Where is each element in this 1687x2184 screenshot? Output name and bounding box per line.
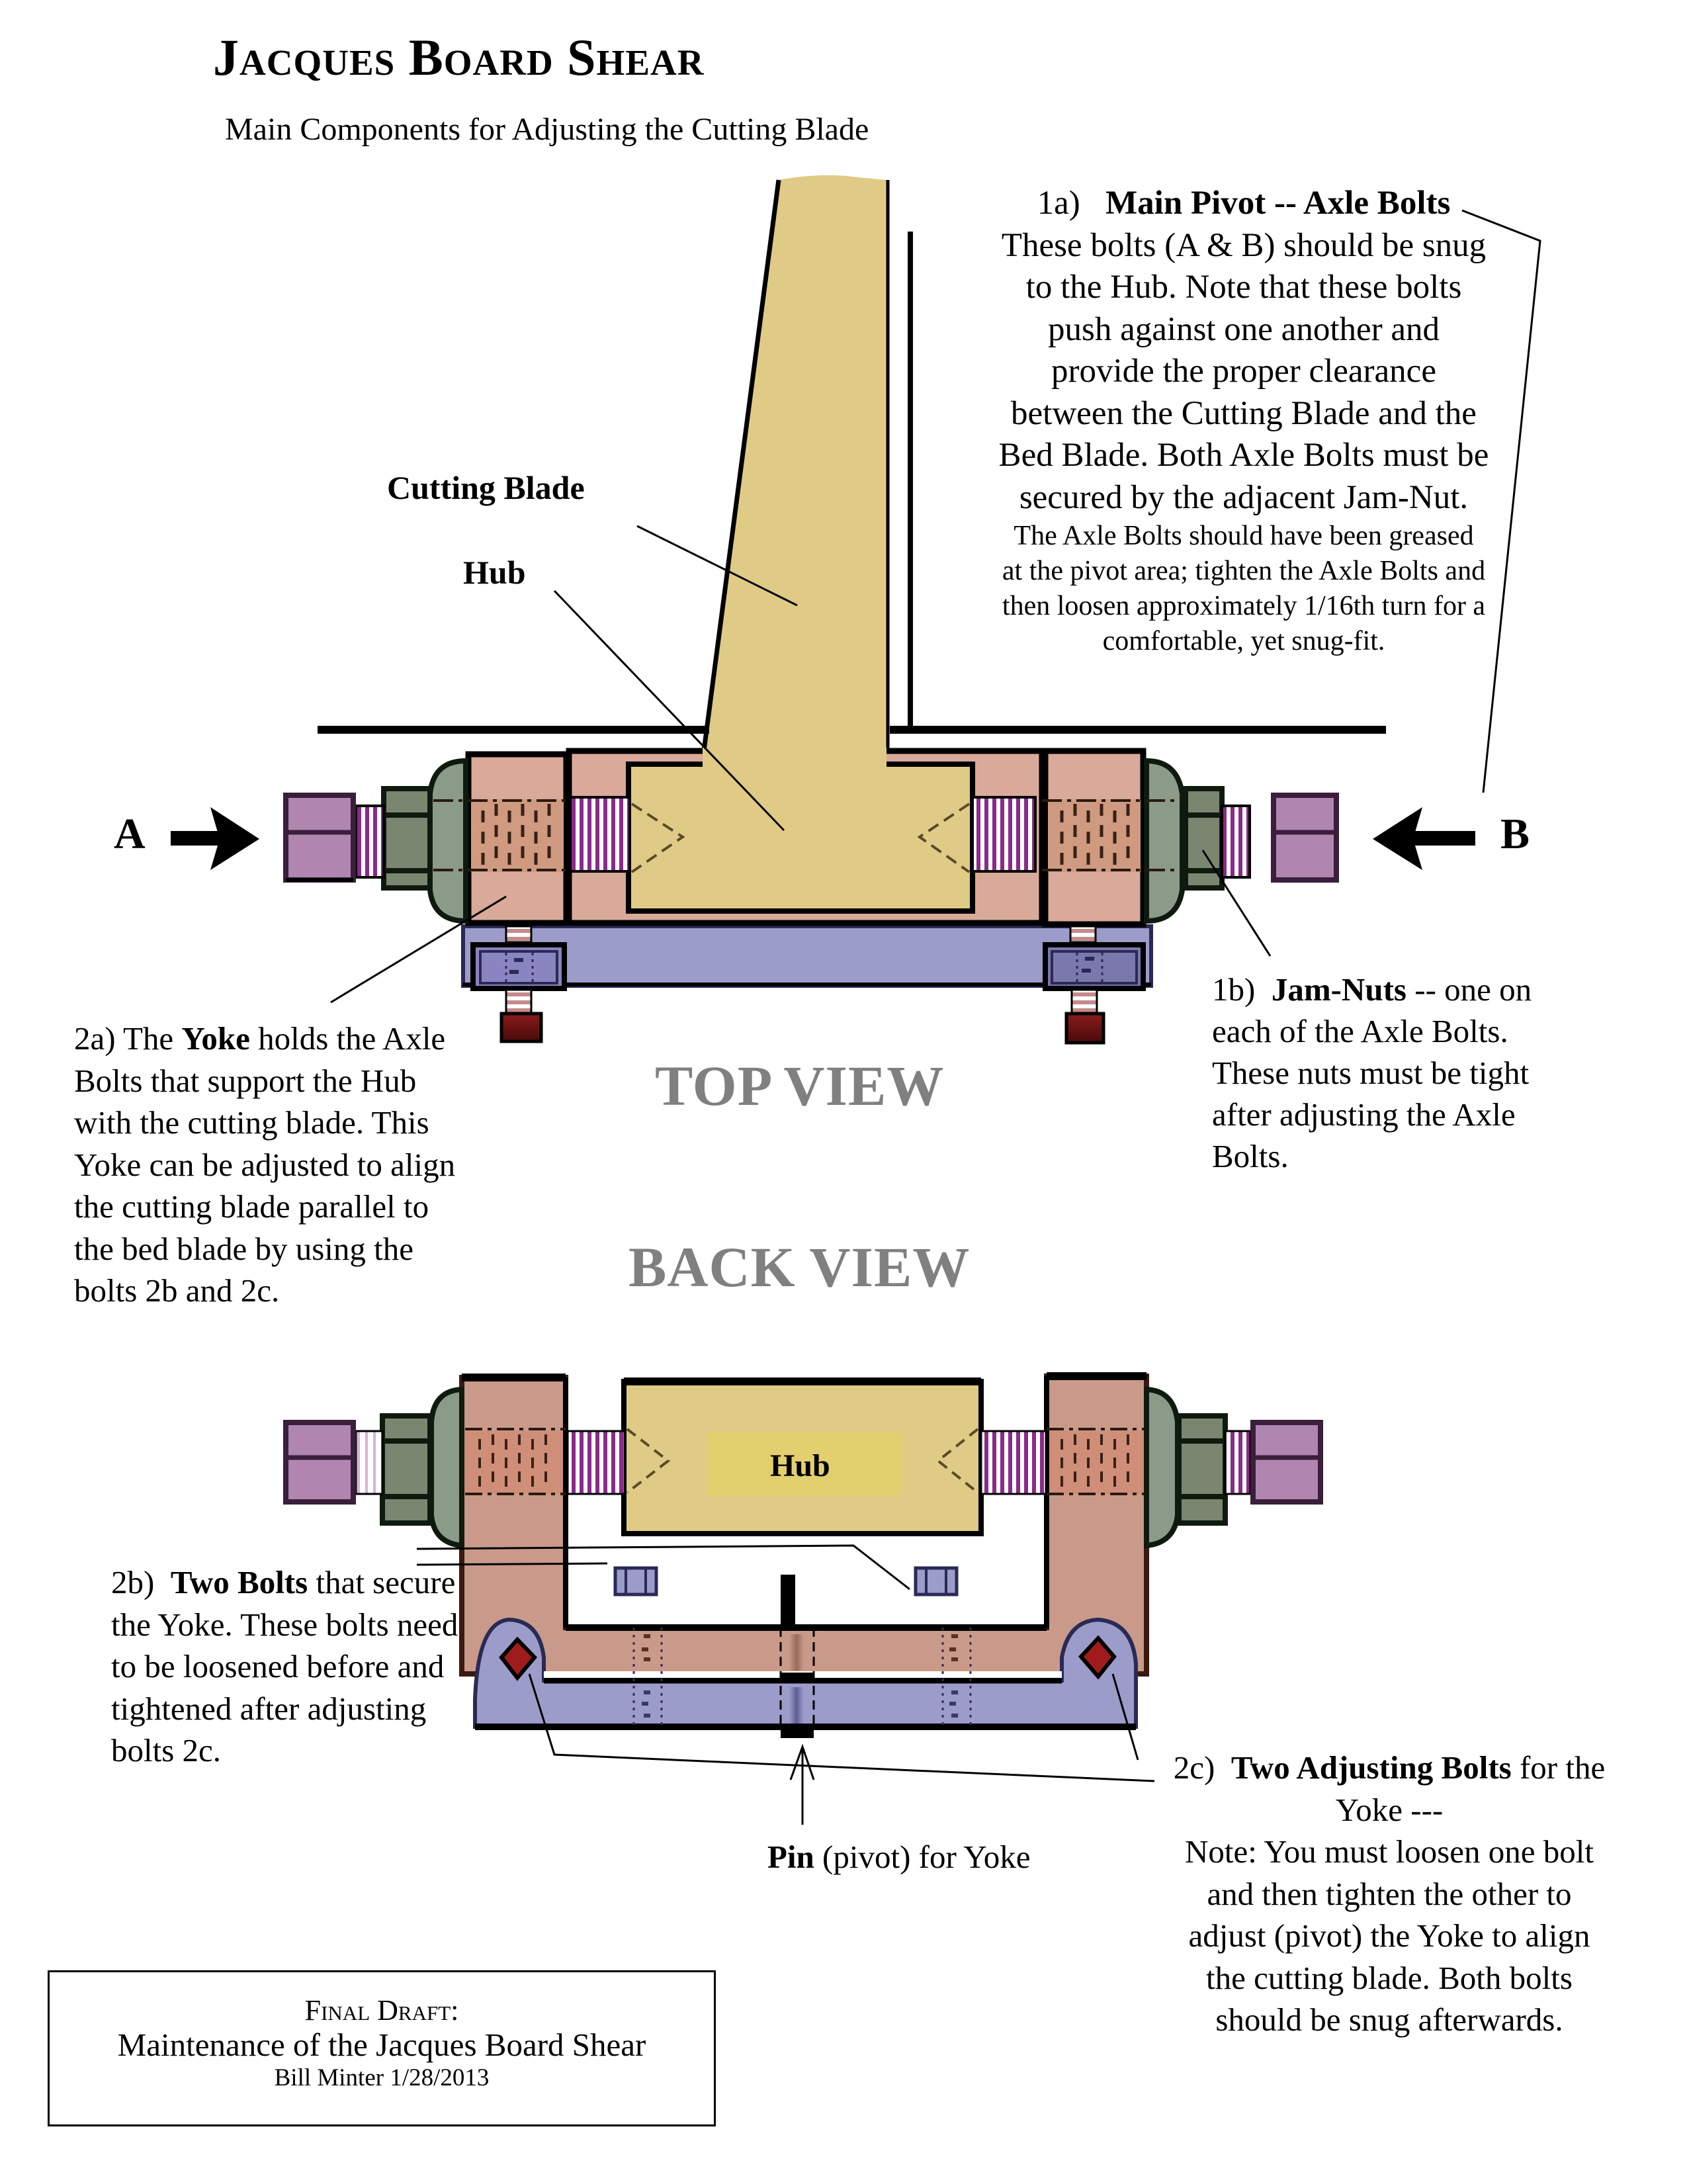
pivot-pin [779,1575,815,1738]
adjusting-bolt-left [499,1636,538,1681]
washer-right [1144,758,1185,924]
leader-hub [553,590,785,832]
page-subtitle: Main Components for Adjusting the Cuttin… [225,112,869,147]
note-2b-two-bolts: 2b) Two Bolts that secure the Yoke. Thes… [111,1564,458,1769]
cutting-blade [701,175,888,767]
note-2c-adjusting-bolts: 2c) Two Adjusting Bolts for the Yoke ---… [1145,1747,1634,2041]
bolt-head-a [283,793,356,883]
leader-yoke [330,895,507,1004]
draft-title: Maintenance of the Jacques Board Shear [117,2027,646,2064]
leader-axle-bolts [1461,209,1541,793]
draft-author-date: Bill Minter 1/28/2013 [274,2064,490,2091]
label-pin: Pin (pivot) for Yoke [767,1839,1031,1875]
leader-adjust-right [1111,1673,1139,1761]
axle-thread-right-inner [971,796,1037,873]
note-1a-main-pivot: 1a) Main Pivot -- Axle Bolts These bolts… [939,183,1548,659]
hub-label-plate [708,1432,901,1495]
pin-arrow-head [789,1743,815,1780]
washer-left [427,758,468,924]
adjusting-bolt-right [1078,1635,1117,1680]
label-bolt-a: A [114,810,146,858]
back-view-drawing [283,1372,1323,1825]
arrow-left-icon [1373,807,1475,870]
leader-jam-nut [1201,850,1272,957]
label-cutting-blade: Cutting Blade [387,469,585,506]
securing-bolt-left [613,1566,658,1596]
draft-status: Final Draft: [304,1994,459,2027]
label-hub-back: Hub [770,1448,830,1483]
base-plate [461,924,1153,988]
leader-adjust-left [528,1673,1155,1782]
page-title: Jacques Board Shear [213,28,705,86]
leader-two-bolts-lower [416,1562,608,1566]
back-view-label: BACK VIEW [628,1235,971,1299]
label-bolt-b: B [1500,810,1530,858]
note-2c-heading: 2c) Two Adjusting Bolts for the Yoke --- [1173,1749,1606,1828]
jam-nut-left [381,786,433,891]
blade-edge-left [699,179,781,771]
top-view-label: TOP VIEW [655,1054,945,1117]
note-1b-jam-nuts: 1b) Jam-Nuts -- one on each of the Axle … [1212,971,1532,1174]
top-view-drawing [171,175,1541,1045]
leader-cutting-blade [636,525,798,607]
leader-two-bolts-upper [416,1544,910,1591]
hub-top [626,762,975,914]
axle-thread-left-inner [569,796,631,873]
bolt-head-b [1271,793,1339,883]
securing-bolt-right [914,1566,959,1596]
note-1a-heading: 1a) Main Pivot -- Axle Bolts [1037,185,1451,222]
adjust-screw-right [1043,925,1146,1045]
title-block: Final Draft: Maintenance of the Jacques … [48,1970,716,2126]
label-hub-top: Hub [463,554,526,591]
note-2a-yoke: 2a) The Yoke holds the Axle Bolts that s… [74,1020,456,1309]
adjust-screw-left [470,925,567,1043]
arrow-right-icon [171,807,259,870]
